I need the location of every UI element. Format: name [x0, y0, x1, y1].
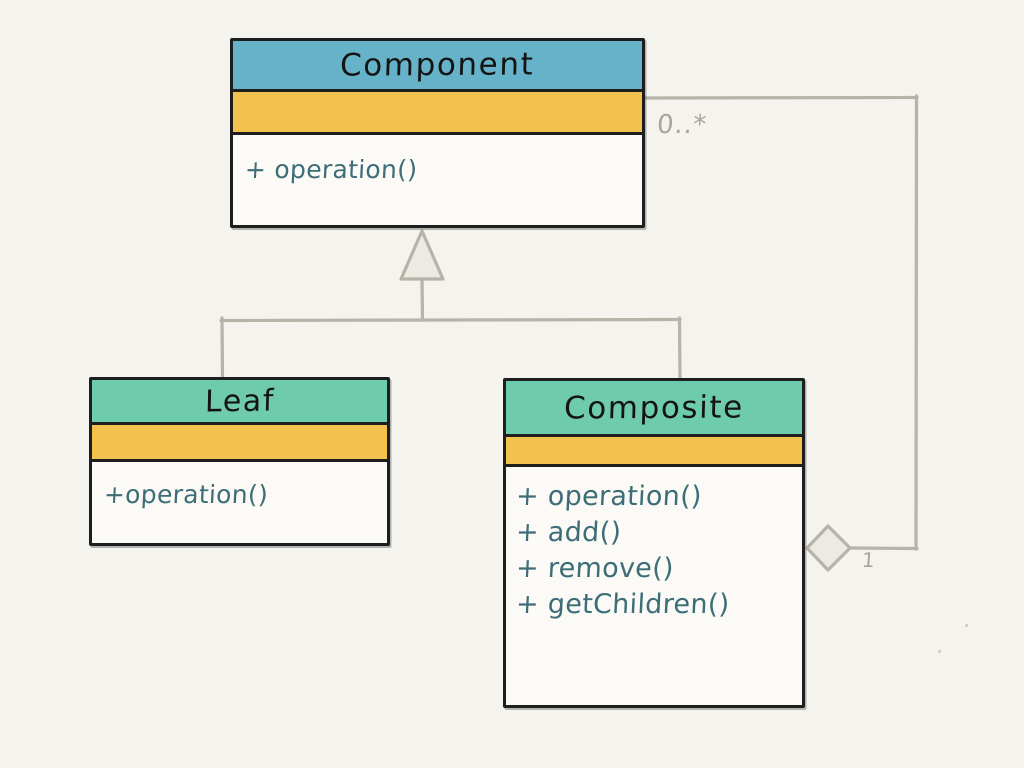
- class-name-leaf: Leaf: [204, 383, 275, 419]
- class-attributes-band-component: [233, 92, 642, 135]
- operation-item: + remove(): [515, 552, 675, 584]
- class-operations-component: + operation(): [233, 135, 642, 225]
- operation-item: + add(): [515, 516, 623, 548]
- class-name-component: Component: [339, 46, 536, 84]
- inheritance-triangle-icon: [399, 229, 445, 281]
- class-attributes-band-composite: [506, 437, 802, 467]
- aggregation-bottom-line: [849, 546, 919, 551]
- paper-speck: [938, 650, 941, 653]
- paper-speck: [965, 624, 968, 627]
- class-header-leaf: Leaf: [92, 380, 387, 425]
- generalization-connector-group: [219, 229, 682, 381]
- class-header-composite: Composite: [506, 381, 802, 437]
- class-box-composite[interactable]: Composite + operation() + add() + remove…: [503, 378, 805, 708]
- operation-item: + getChildren(): [515, 588, 731, 620]
- class-operations-leaf: +operation(): [92, 462, 387, 543]
- class-header-component: Component: [233, 41, 642, 92]
- aggregation-diamond-icon: [805, 524, 852, 572]
- inheritance-drop-composite-line: [677, 316, 682, 381]
- aggregation-right-line: [914, 94, 919, 551]
- multiplicity-label-many: 0..*: [655, 110, 709, 140]
- class-box-leaf[interactable]: Leaf +operation(): [89, 377, 390, 546]
- operation-item: + operation(): [515, 481, 703, 512]
- multiplicity-label-one: 1: [861, 548, 876, 572]
- class-operations-composite: + operation() + add() + remove() + getCh…: [506, 467, 802, 705]
- inheritance-stem-line: [420, 277, 425, 322]
- class-attributes-band-leaf: [92, 425, 387, 462]
- operation-item: + operation(): [244, 155, 419, 184]
- operation-item: +operation(): [103, 480, 269, 509]
- class-name-composite: Composite: [563, 388, 745, 427]
- inheritance-drop-leaf-line: [220, 316, 225, 380]
- class-box-component[interactable]: Component + operation(): [230, 38, 645, 228]
- inheritance-bus-line: [219, 317, 682, 323]
- aggregation-top-line: [644, 95, 919, 100]
